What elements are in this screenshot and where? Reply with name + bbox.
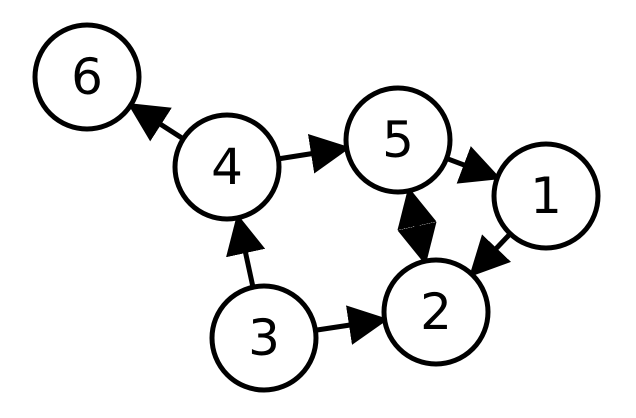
node-2: 2 [381,257,491,367]
node-circle-6 [32,22,142,132]
node-1: 1 [491,141,601,251]
node-circle-4 [172,112,282,222]
nodes-layer: 6 4 5 1 2 3 [32,22,601,393]
edge-5-2 [397,186,437,266]
node-3: 3 [209,283,319,393]
edges-layer [127,102,513,345]
node-4: 4 [172,112,282,222]
edge-3-2 [315,305,389,345]
node-label-6: 6 [71,48,103,106]
edge-4-5 [277,133,351,174]
node-label-1: 1 [530,167,562,225]
node-5: 5 [343,85,453,195]
node-label-5: 5 [382,111,414,169]
edge-4-6 [127,102,185,142]
edge-1-2 [469,232,513,278]
node-6: 6 [32,22,142,132]
node-label-3: 3 [248,309,280,367]
edge-5-1 [445,146,502,184]
edge-3-4 [226,213,266,288]
node-label-2: 2 [420,283,452,341]
node-circle-3 [209,283,319,393]
node-label-4: 4 [211,138,243,196]
node-circle-1 [491,141,601,251]
node-circle-2 [381,257,491,367]
node-circle-5 [343,85,453,195]
